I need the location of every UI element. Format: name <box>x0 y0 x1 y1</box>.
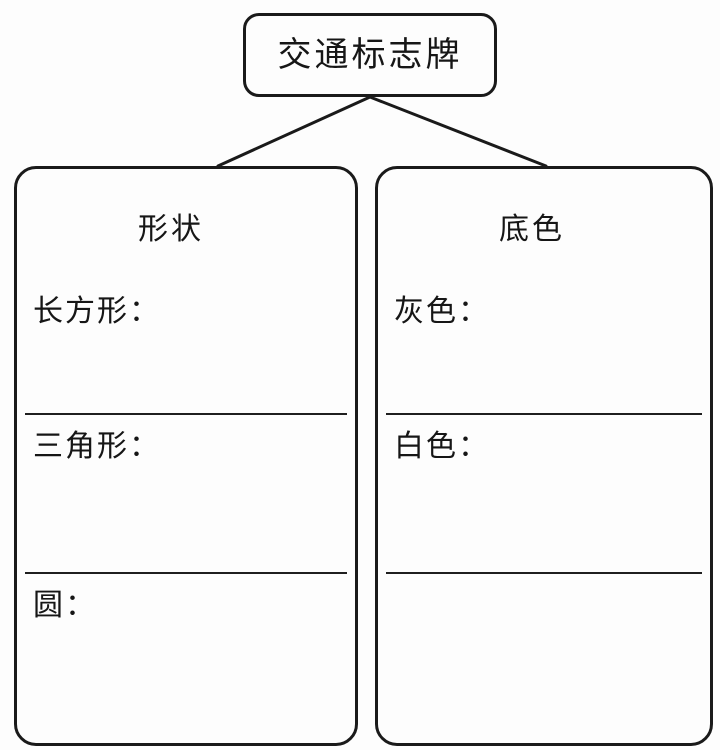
category-panel-shape: 形状 长方形： 三角形： 圆： <box>14 166 358 746</box>
category-title-shape: 形状 <box>138 212 204 247</box>
answer-row[interactable]: 白色： <box>378 414 710 570</box>
category-panel-background-color: 底色 灰色： 白色： <box>375 166 713 746</box>
connector-line-right <box>368 95 548 168</box>
root-node: 交通标志牌 <box>243 13 497 97</box>
panel-divider <box>25 413 347 415</box>
answer-row[interactable]: 灰色： <box>378 279 710 411</box>
answer-row-label: 圆： <box>33 588 97 623</box>
panel-divider <box>386 413 702 415</box>
panel-divider <box>25 572 347 574</box>
connector-line-left <box>216 95 372 168</box>
answer-row[interactable]: 长方形： <box>17 279 355 411</box>
category-title-background-color: 底色 <box>499 212 565 247</box>
root-node-label: 交通标志牌 <box>277 35 463 75</box>
answer-row[interactable] <box>378 573 710 743</box>
answer-row-label: 白色： <box>394 429 490 464</box>
answer-row-label: 三角形： <box>33 429 161 464</box>
panel-divider <box>386 572 702 574</box>
answer-row-label: 灰色： <box>394 294 490 329</box>
answer-row[interactable]: 三角形： <box>17 414 355 570</box>
answer-row[interactable]: 圆： <box>17 573 355 743</box>
answer-row-label: 长方形： <box>33 294 161 329</box>
